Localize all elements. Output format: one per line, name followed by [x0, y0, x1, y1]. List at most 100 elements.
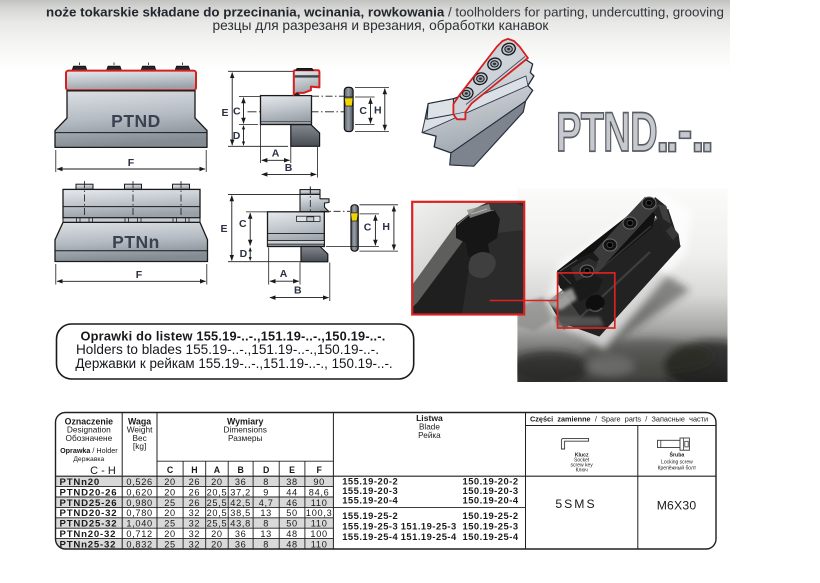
- svg-text:150.19-20-4: 150.19-20-4: [463, 495, 519, 506]
- svg-text:B: B: [237, 465, 243, 475]
- svg-text:110: 110: [311, 539, 328, 549]
- svg-text:110: 110: [311, 519, 328, 529]
- svg-text:20: 20: [211, 529, 223, 539]
- svg-text:32: 32: [189, 529, 201, 539]
- svg-text:M6X30: M6X30: [657, 498, 697, 512]
- svg-text:50: 50: [286, 508, 298, 518]
- svg-text:PTNn20-32: PTNn20-32: [60, 529, 117, 540]
- svg-text:C: C: [364, 222, 372, 234]
- svg-text:PTND20-32: PTND20-32: [60, 508, 118, 519]
- svg-text:Oznaczenie: Oznaczenie: [65, 417, 114, 427]
- svg-text:36: 36: [235, 539, 247, 549]
- svg-text:Oprawka / Holder: Oprawka / Holder: [60, 446, 118, 455]
- svg-text:Części zamienne / Spare parts: Części zamienne / Spare parts / Запасные…: [530, 415, 708, 424]
- svg-text:PTNn25-32: PTNn25-32: [60, 539, 117, 550]
- svg-text:PTND25-32: PTND25-32: [60, 519, 118, 530]
- svg-text:1,040: 1,040: [126, 519, 153, 529]
- svg-text:Listwa: Listwa: [416, 413, 443, 423]
- svg-text:155.19-25-4: 155.19-25-4: [342, 531, 398, 542]
- svg-text:4,7: 4,7: [259, 498, 274, 508]
- svg-text:36: 36: [235, 477, 247, 487]
- svg-text:[kg]: [kg]: [133, 441, 146, 451]
- svg-text:150.19-25-3: 150.19-25-3: [463, 521, 519, 532]
- svg-text:32: 32: [189, 539, 201, 549]
- svg-text:84,6: 84,6: [309, 487, 330, 497]
- svg-text:150.19-20-3: 150.19-20-3: [463, 485, 519, 496]
- svg-text:Dimensions: Dimensions: [224, 425, 267, 435]
- svg-text:C: C: [359, 105, 367, 117]
- svg-text:36: 36: [235, 529, 247, 539]
- svg-text:25,5: 25,5: [207, 519, 228, 529]
- svg-text:PTND: PTND: [111, 111, 161, 131]
- svg-text:38: 38: [286, 477, 298, 487]
- svg-text:PTND25-26: PTND25-26: [60, 498, 118, 509]
- svg-text:PTND: PTND: [556, 102, 657, 164]
- svg-text:screw key: screw key: [571, 463, 594, 469]
- svg-text:0,526: 0,526: [126, 477, 153, 487]
- svg-text:A: A: [272, 148, 280, 160]
- svg-text:H: H: [191, 465, 197, 475]
- svg-text:38,5: 38,5: [230, 508, 251, 518]
- svg-text:D: D: [263, 465, 269, 475]
- svg-text:C - H: C - H: [90, 465, 116, 477]
- svg-text:20: 20: [164, 529, 176, 539]
- svg-text:20,5: 20,5: [207, 508, 228, 518]
- svg-text:E: E: [289, 465, 295, 475]
- svg-text:Śruba: Śruba: [670, 451, 685, 458]
- svg-text:H: H: [382, 221, 390, 233]
- svg-text:48: 48: [286, 539, 298, 549]
- svg-text:D: D: [240, 248, 248, 260]
- svg-text:Рейка: Рейка: [418, 431, 441, 440]
- svg-text:13: 13: [260, 508, 272, 518]
- svg-text:155.19-20-4: 155.19-20-4: [342, 495, 398, 506]
- svg-text:151.19-25-3: 151.19-25-3: [401, 521, 457, 532]
- svg-text:A: A: [280, 268, 288, 280]
- svg-text:Holders to blades 155.19-..-.,: Holders to blades 155.19-..-.,151.19-..-…: [76, 342, 379, 357]
- svg-text:F: F: [136, 269, 143, 281]
- svg-text:5SMS: 5SMS: [555, 497, 596, 511]
- svg-text:F: F: [316, 465, 322, 475]
- svg-text:25,5: 25,5: [207, 498, 228, 508]
- svg-text:C: C: [167, 465, 174, 475]
- svg-text:8: 8: [263, 519, 269, 529]
- svg-text:E: E: [220, 223, 227, 235]
- svg-text:20,5: 20,5: [207, 487, 228, 497]
- svg-text:Oprawki do listew 155.19-..-.,: Oprawki do listew 155.19-..-.,151.19-..-…: [80, 329, 385, 344]
- svg-text:25: 25: [164, 539, 176, 549]
- svg-text:Klucz: Klucz: [575, 452, 589, 458]
- svg-text:20: 20: [164, 487, 176, 497]
- svg-text:42,5: 42,5: [230, 498, 251, 508]
- svg-text:50: 50: [286, 519, 298, 529]
- svg-text:Размеры: Размеры: [228, 433, 263, 443]
- svg-text:Державки к рейкам 155.19-..-.,: Державки к рейкам 155.19-..-.,151.19-..-…: [75, 356, 392, 371]
- svg-text:Waga: Waga: [128, 417, 151, 427]
- svg-text:155.19-25-3: 155.19-25-3: [342, 521, 398, 532]
- svg-text:резцы для разрезаня и врезания: резцы для разрезаня и врезания, обработк…: [213, 18, 550, 33]
- svg-text:Вес: Вес: [132, 433, 146, 443]
- svg-text:150.19-25-2: 150.19-25-2: [463, 510, 519, 521]
- svg-text:100,3: 100,3: [306, 508, 333, 518]
- svg-text:26: 26: [189, 477, 201, 487]
- svg-text:C: C: [239, 218, 247, 230]
- svg-text:Designation: Designation: [67, 425, 111, 435]
- svg-text:C: C: [233, 106, 241, 118]
- svg-text:0,832: 0,832: [126, 539, 153, 549]
- svg-text:20: 20: [211, 539, 223, 549]
- svg-text:9: 9: [263, 487, 269, 497]
- svg-text:Обозначене: Обозначене: [66, 433, 113, 443]
- svg-text:37,2: 37,2: [230, 487, 251, 497]
- svg-text:B: B: [294, 285, 302, 297]
- svg-text:44: 44: [286, 487, 298, 497]
- svg-text:Weight: Weight: [127, 425, 153, 435]
- svg-text:25: 25: [164, 519, 176, 529]
- svg-text:H: H: [374, 105, 382, 117]
- svg-text:25: 25: [164, 498, 176, 508]
- svg-text:155.19-25-2: 155.19-25-2: [342, 510, 398, 521]
- svg-text:155.19-20-3: 155.19-20-3: [342, 485, 398, 496]
- svg-text:90: 90: [313, 477, 325, 487]
- svg-text:0,712: 0,712: [126, 529, 153, 539]
- svg-text:46: 46: [286, 498, 298, 508]
- svg-text:48: 48: [286, 529, 298, 539]
- svg-text:32: 32: [189, 508, 201, 518]
- svg-text:151.19-25-4: 151.19-25-4: [401, 531, 457, 542]
